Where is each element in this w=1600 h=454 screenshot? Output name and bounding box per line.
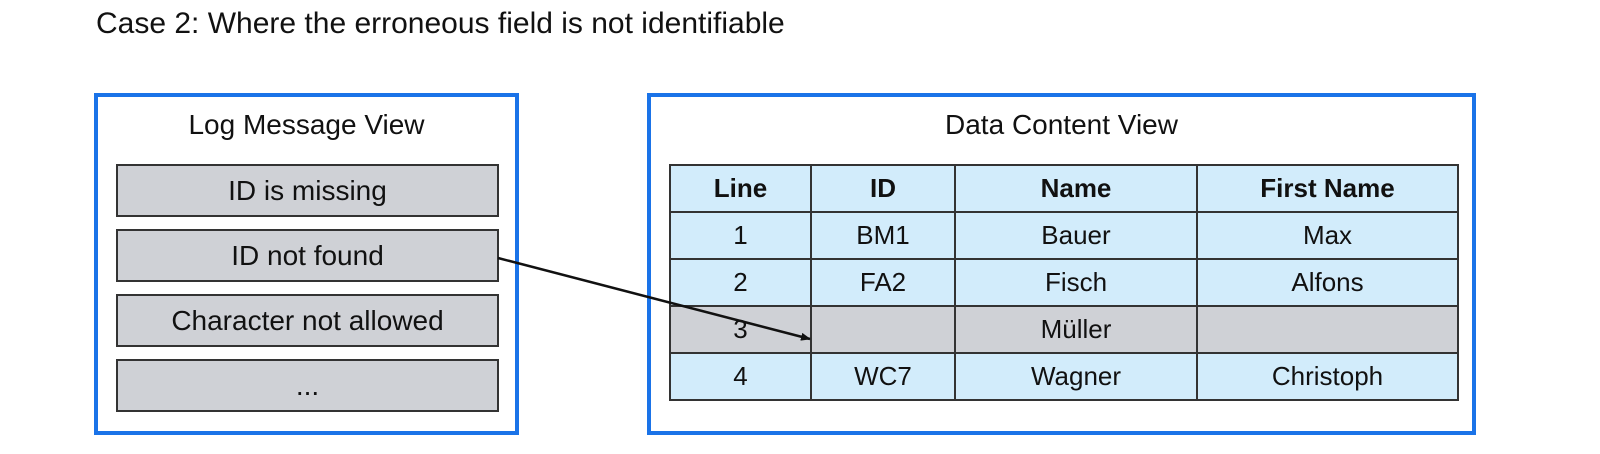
cell-line[interactable]: 1 [669, 211, 812, 260]
cell-first-name[interactable] [1196, 305, 1459, 354]
data-view-title: Data Content View [945, 109, 1178, 140]
column-header-name: Name [954, 164, 1198, 213]
log-item-id-not-found[interactable]: ID not found [116, 229, 499, 282]
cell-first-name[interactable]: Christoph [1196, 352, 1459, 401]
data-content-view: Data Content View Line ID Name First Nam… [647, 93, 1476, 435]
table-header-row: Line ID Name First Name [669, 164, 1459, 213]
cell-id[interactable]: WC7 [810, 352, 956, 401]
cell-line[interactable]: 2 [669, 258, 812, 307]
log-item-id-missing[interactable]: ID is missing [116, 164, 499, 217]
column-header-line: Line [669, 164, 812, 213]
link-arrow [497, 256, 811, 341]
data-table: Line ID Name First Name 1 BM1 Bauer Max … [669, 164, 1459, 401]
cell-first-name[interactable]: Max [1196, 211, 1459, 260]
table-row[interactable]: 4 WC7 Wagner Christoph [669, 352, 1459, 401]
log-item-character-not-allowed[interactable]: Character not allowed [116, 294, 499, 347]
table-row[interactable]: 2 FA2 Fisch Alfons [669, 258, 1459, 307]
cell-name[interactable]: Bauer [954, 211, 1198, 260]
cell-line[interactable]: 3 [669, 305, 812, 354]
column-header-first-name: First Name [1196, 164, 1459, 213]
column-header-id: ID [810, 164, 956, 213]
cell-name[interactable]: Wagner [954, 352, 1198, 401]
cell-id[interactable]: FA2 [810, 258, 956, 307]
cell-first-name[interactable]: Alfons [1196, 258, 1459, 307]
table-row-error[interactable]: 3 Müller [669, 305, 1459, 354]
cell-line[interactable]: 4 [669, 352, 812, 401]
log-message-view: Log Message View ID is missing ID not fo… [94, 93, 519, 435]
table-row[interactable]: 1 BM1 Bauer Max [669, 211, 1459, 260]
cell-name[interactable]: Müller [954, 305, 1198, 354]
cell-id[interactable] [810, 305, 956, 354]
cell-id[interactable]: BM1 [810, 211, 956, 260]
log-view-title: Log Message View [188, 109, 425, 140]
cell-name[interactable]: Fisch [954, 258, 1198, 307]
page-title: Case 2: Where the erroneous field is not… [96, 7, 785, 40]
log-item-more[interactable]: ... [116, 359, 499, 412]
